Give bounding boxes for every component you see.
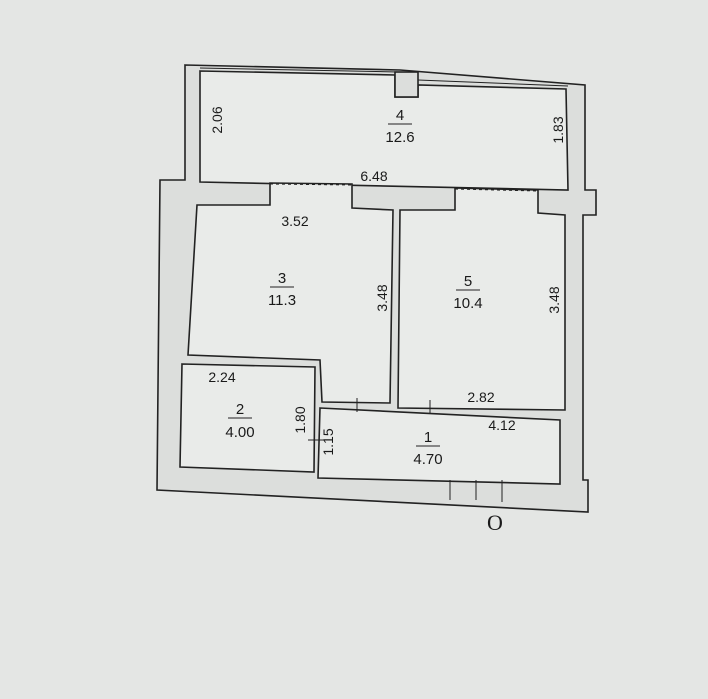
dim-hall-height: 1.15	[320, 428, 336, 455]
room-4-number: 4	[396, 107, 404, 124]
opening-line	[454, 188, 539, 192]
window-line	[199, 67, 399, 73]
dim-room3-height: 3.48	[374, 284, 390, 311]
dim-room2-height: 1.80	[292, 406, 308, 433]
entrance-mark: O	[487, 510, 503, 535]
room-1-number: 1	[424, 429, 432, 446]
dim-room5-height: 3.48	[546, 286, 562, 313]
room-2-area: 4.00	[225, 424, 254, 441]
dim-balcony-left: 2.06	[209, 106, 225, 133]
dim-balcony-width: 6.48	[360, 168, 387, 184]
room-2-number: 2	[236, 401, 244, 418]
room-3	[187, 182, 394, 404]
column	[394, 71, 419, 98]
room-5-number: 5	[464, 273, 472, 290]
opening-line	[269, 183, 353, 186]
dim-hall-width: 4.12	[488, 417, 515, 433]
window-line	[417, 79, 569, 87]
dim-room5-width: 2.82	[467, 389, 494, 405]
dim-room2-width: 2.24	[208, 369, 235, 385]
room-5-area: 10.4	[453, 295, 482, 312]
dim-balcony-right: 1.83	[550, 116, 566, 143]
room-5	[397, 187, 566, 411]
room-3-number: 3	[278, 270, 286, 287]
room-3-area: 11.3	[268, 292, 296, 309]
room-1-area: 4.70	[413, 451, 442, 468]
room-4-area: 12.6	[385, 129, 414, 146]
dim-room3-width: 3.52	[281, 213, 308, 229]
